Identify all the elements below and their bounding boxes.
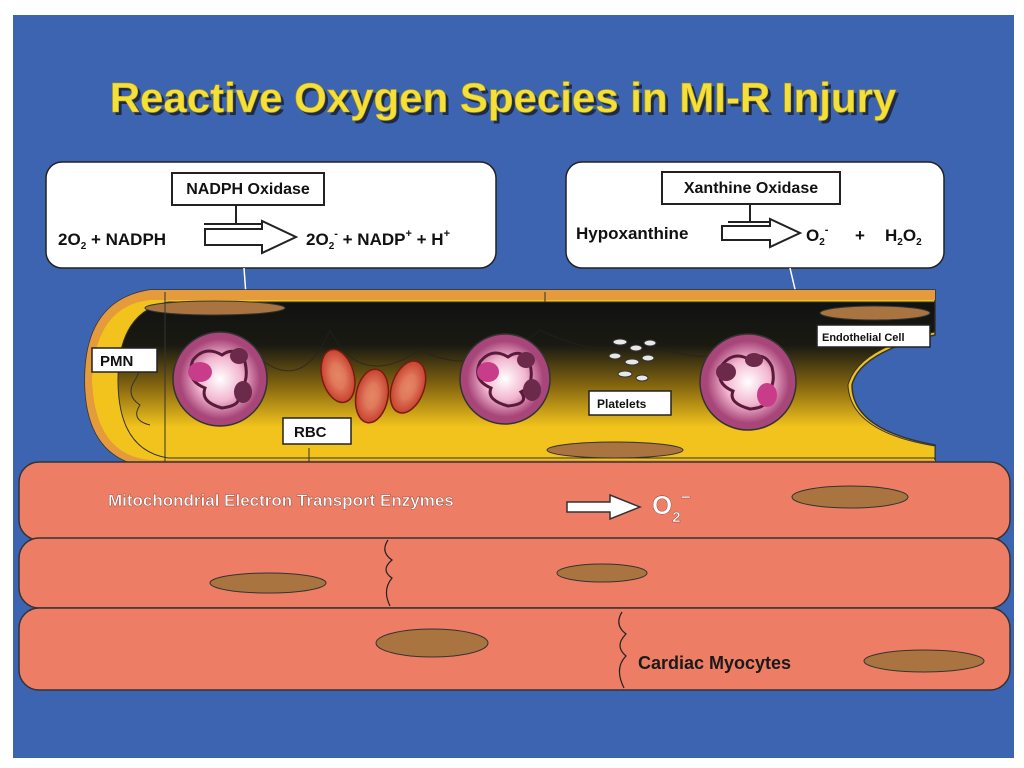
pmn-cell-icon — [459, 333, 551, 425]
arrow-icon — [721, 217, 803, 249]
svg-text:PMN: PMN — [100, 353, 133, 370]
endothelial-cell-label: Endothelial Cell — [816, 324, 931, 348]
pmn-cell-icon — [172, 331, 268, 427]
nadph-enzyme-label: NADPH Oxidase — [186, 181, 310, 198]
title: Reactive Oxygen Species in MI-R Injury — [110, 74, 897, 121]
mito-product: O2– — [652, 486, 691, 526]
myocyte-layer-2 — [18, 537, 1011, 609]
svg-text:Platelets: Platelets — [597, 397, 647, 411]
arrow-icon — [566, 493, 643, 521]
nadph-oxidase-callout: NADPH Oxidase 2O2 + NADPH 2O2- + NADP+ +… — [45, 161, 497, 354]
nadph-equation-left: 2O2 + NADPH — [58, 230, 166, 252]
xanthine-product-superoxide: O2- — [806, 224, 829, 248]
rbc-cell-icon — [354, 368, 390, 424]
xanthine-oxidase-callout: Xanthine Oxidase Hypoxanthine O2- + H2O2 — [565, 161, 945, 306]
pmn-label: PMN — [91, 347, 158, 373]
platelet-cluster-icon — [608, 338, 657, 382]
arrow-icon — [204, 219, 299, 255]
nadph-enzyme-box — [171, 172, 325, 206]
xanthine-enzyme-box — [661, 171, 841, 205]
xanthine-plus: + — [855, 226, 865, 245]
xanthine-product-peroxide: H2O2 — [885, 226, 922, 248]
myocyte-layer-3 — [18, 607, 1011, 691]
xanthine-substrate: Hypoxanthine — [576, 224, 688, 243]
cardiac-myocytes-label: Cardiac Myocytes — [638, 653, 791, 673]
mito-label: Mitochondrial Electron Transport Enzymes — [108, 491, 454, 510]
myocyte-layer-1 — [18, 461, 1011, 541]
svg-text:RBC: RBC — [294, 424, 327, 441]
title-shadow: Reactive Oxygen Species in MI-R Injury — [113, 77, 900, 124]
rbc-cell-icon — [320, 348, 356, 404]
nadph-equation-right: 2O2- + NADP+ + H+ — [306, 228, 450, 252]
rbc-cell-icon — [389, 360, 427, 414]
platelets-label: Platelets — [588, 390, 672, 416]
rbc-label: RBC — [282, 417, 352, 445]
xanthine-enzyme-label: Xanthine Oxidase — [684, 180, 818, 197]
pmn-cell-icon — [699, 333, 797, 431]
svg-text:Endothelial Cell: Endothelial Cell — [822, 332, 905, 344]
